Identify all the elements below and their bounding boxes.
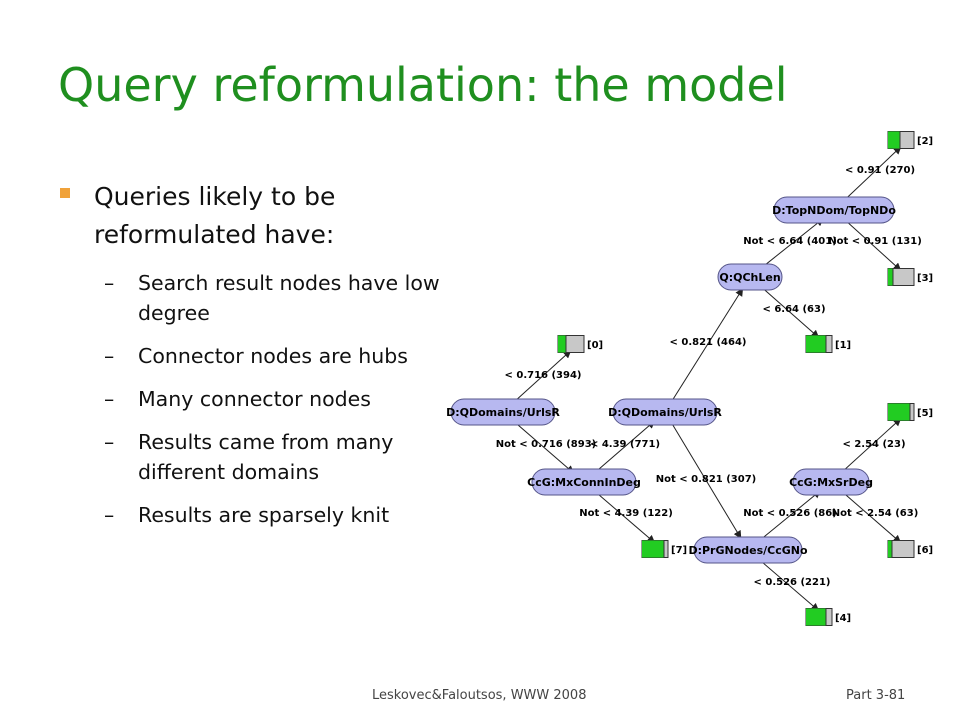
edge-condition-label: < 2.54 (23)	[842, 439, 905, 450]
square-bullet-icon	[60, 188, 70, 198]
sub-bullet: –Results came from many different domain…	[104, 427, 464, 487]
edge-condition-label: Not < 4.39 (122)	[579, 508, 673, 519]
bullet-list: Queries likely to be reformulated have: …	[58, 178, 478, 543]
tree-node-box	[450, 398, 556, 426]
leaf-green-fill	[558, 335, 566, 353]
leaf-green-fill	[888, 131, 900, 149]
tree-node-label: D:QDomains/UrlsR	[608, 406, 722, 419]
sub-bullet-text: Search result nodes have low degree	[138, 271, 440, 325]
sub-bullet: –Results are sparsely knit	[104, 500, 464, 530]
sub-bullet-text: Many connector nodes	[138, 387, 371, 411]
tree-node-label: CcG:MxSrDeg	[789, 476, 873, 489]
sub-bullet-list: –Search result nodes have low degree –Co…	[58, 268, 478, 530]
tree-node-label: CcG:MxConnInDeg	[527, 476, 641, 489]
edge-condition-label: Not < 6.64 (401)	[743, 236, 837, 247]
leaf-distribution-box	[887, 131, 915, 149]
dash-marker: –	[104, 344, 115, 368]
dash-marker: –	[104, 271, 115, 295]
sub-bullet-text: Results came from many different domains	[138, 430, 394, 484]
dash-marker: –	[104, 430, 115, 454]
sub-bullet-text: Results are sparsely knit	[138, 503, 390, 527]
main-bullet-text: Queries likely to be reformulated have:	[94, 182, 336, 249]
leaf-label: [5]	[917, 408, 933, 419]
slide-title: Query reformulation: the model	[58, 58, 788, 112]
leaf-label: [3]	[917, 273, 933, 284]
leaf-distribution-box	[557, 335, 585, 353]
sub-bullet: –Search result nodes have low degree	[104, 268, 464, 328]
main-bullet: Queries likely to be reformulated have:	[58, 178, 478, 254]
edge-condition-label: Not < 0.821 (307)	[656, 474, 757, 485]
dash-marker: –	[104, 387, 115, 411]
leaf-distribution-box	[805, 335, 833, 353]
edge-condition-label: < 0.91 (270)	[845, 165, 915, 176]
leaf-label: [0]	[587, 340, 603, 351]
tree-node-box	[531, 468, 637, 496]
tree-node-label: D:QDomains/UrlsR	[446, 406, 560, 419]
edge-condition-label: < 0.526 (221)	[754, 577, 831, 588]
leaf-green-fill	[806, 608, 826, 626]
leaf-green-fill	[888, 403, 910, 421]
edge-condition-label: Not < 0.91 (131)	[828, 236, 922, 247]
tree-edge	[664, 411, 742, 539]
edge-condition-label: < 0.821 (464)	[670, 337, 747, 348]
leaf-label: [1]	[835, 340, 851, 351]
tree-node-label: Q:QChLen	[719, 271, 780, 284]
leaf-green-fill	[888, 268, 893, 286]
tree-edge	[664, 288, 744, 413]
leaf-label: [7]	[671, 545, 687, 556]
sub-bullet: –Many connector nodes	[104, 384, 464, 414]
sub-bullet: –Connector nodes are hubs	[104, 341, 464, 371]
edge-condition-label: < 6.64 (63)	[762, 304, 825, 315]
leaf-green-fill	[806, 335, 826, 353]
edge-condition-label: < 0.716 (394)	[505, 370, 582, 381]
tree-node-box	[792, 468, 870, 496]
edge-condition-label: Not < 0.716 (893)	[496, 439, 597, 450]
tree-node-box	[612, 398, 718, 426]
edge-condition-label: Not < 0.526 (86)	[743, 508, 837, 519]
footer-page-number: Part 3-81	[846, 688, 906, 703]
leaf-label: [6]	[917, 545, 933, 556]
leaf-distribution-box	[887, 403, 915, 421]
tree-node-box	[773, 196, 895, 224]
edge-condition-label: Not < 2.54 (63)	[832, 508, 919, 519]
sub-bullet-text: Connector nodes are hubs	[138, 344, 408, 368]
leaf-label: [2]	[917, 136, 933, 147]
tree-node-box	[717, 263, 783, 291]
edge-condition-label: < 4.39 (771)	[590, 439, 660, 450]
leaf-green-fill	[642, 540, 664, 558]
leaf-distribution-box	[887, 268, 915, 286]
tree-node-label: D:TopNDom/TopNDo	[772, 204, 896, 217]
leaf-distribution-box	[805, 608, 833, 626]
leaf-distribution-box	[887, 540, 915, 558]
footer-citation: Leskovec&Faloutsos, WWW 2008	[372, 688, 587, 703]
leaf-label: [4]	[835, 613, 851, 624]
leaf-distribution-box	[641, 540, 669, 558]
tree-node-box	[693, 536, 803, 564]
leaf-green-fill	[888, 540, 892, 558]
tree-node-label: D:PrGNodes/CcGNo	[688, 544, 808, 557]
dash-marker: –	[104, 503, 115, 527]
